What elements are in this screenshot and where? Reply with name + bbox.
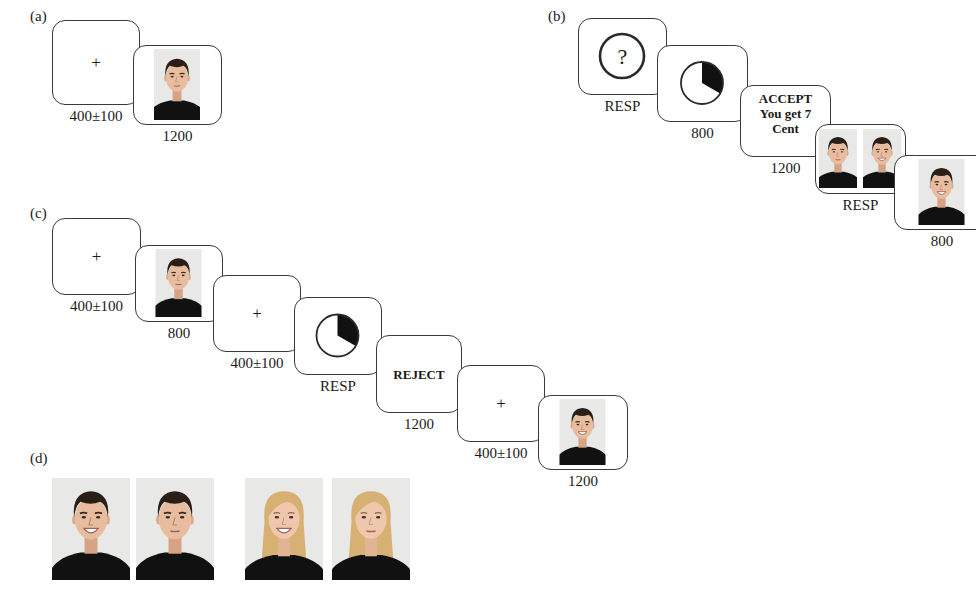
fixation-cross: + [496,395,506,412]
screen-content: + [53,219,140,294]
screen-box: RESP [815,124,906,194]
feedback-heading: REJECT [393,367,444,382]
panel-label: (b) [548,8,566,25]
fixation-cross: + [92,248,102,265]
screen-box: RESP [294,297,382,375]
screen-box: ?RESP [578,18,667,95]
face-photo [136,477,214,581]
offer-pie-wedge [702,62,723,94]
face-photo [245,477,323,581]
timing-label: 1200 [515,473,651,490]
screen-content: ? [579,19,666,94]
offer-pie-wedge [338,315,359,347]
screen-illustration [136,246,221,320]
screen-illustration [816,125,904,192]
feedback-text: You get 7 Cent [747,106,824,136]
screen-illustration [658,46,746,120]
screen-illustration [539,396,626,468]
panel-label: (d) [30,450,48,467]
screen-content: REJECT [377,336,461,412]
face-photo [52,477,130,581]
screen-box: 1200 [538,395,628,470]
response-circle [600,34,644,78]
face-photo [150,49,203,120]
screen-box: 800 [894,155,976,230]
face-photo [816,129,860,188]
screen-box: +400±100 [213,275,301,352]
screen-box: +400±100 [52,218,141,295]
timing-label: 800 [871,233,976,250]
fixation-cross: + [252,305,262,322]
screen-content: + [458,366,544,441]
offer-pie [681,62,723,104]
fixation-cross: + [91,54,101,71]
face-photo [917,159,967,225]
face-photo [332,477,410,581]
timing-label: 1200 [110,128,245,145]
face-photo [558,399,608,465]
screen-box: 800 [135,245,223,322]
screen-box: 800 [657,45,748,122]
screen-box: REJECT1200 [376,335,462,413]
screen-content: + [214,276,300,351]
panel-label: (a) [30,8,47,25]
panel-label: (c) [30,205,47,222]
face-photo [153,249,204,317]
offer-pie [317,315,359,357]
screen-box: 1200 [133,45,222,125]
screen-box: +400±100 [457,365,545,442]
screen-content: + [53,21,139,104]
screen-illustration [895,156,976,228]
feedback-heading: ACCEPT [759,91,812,106]
screen-illustration [134,46,220,123]
question-mark: ? [618,46,628,68]
screen-illustration [295,298,380,373]
screen-box: +400±100 [52,20,140,105]
